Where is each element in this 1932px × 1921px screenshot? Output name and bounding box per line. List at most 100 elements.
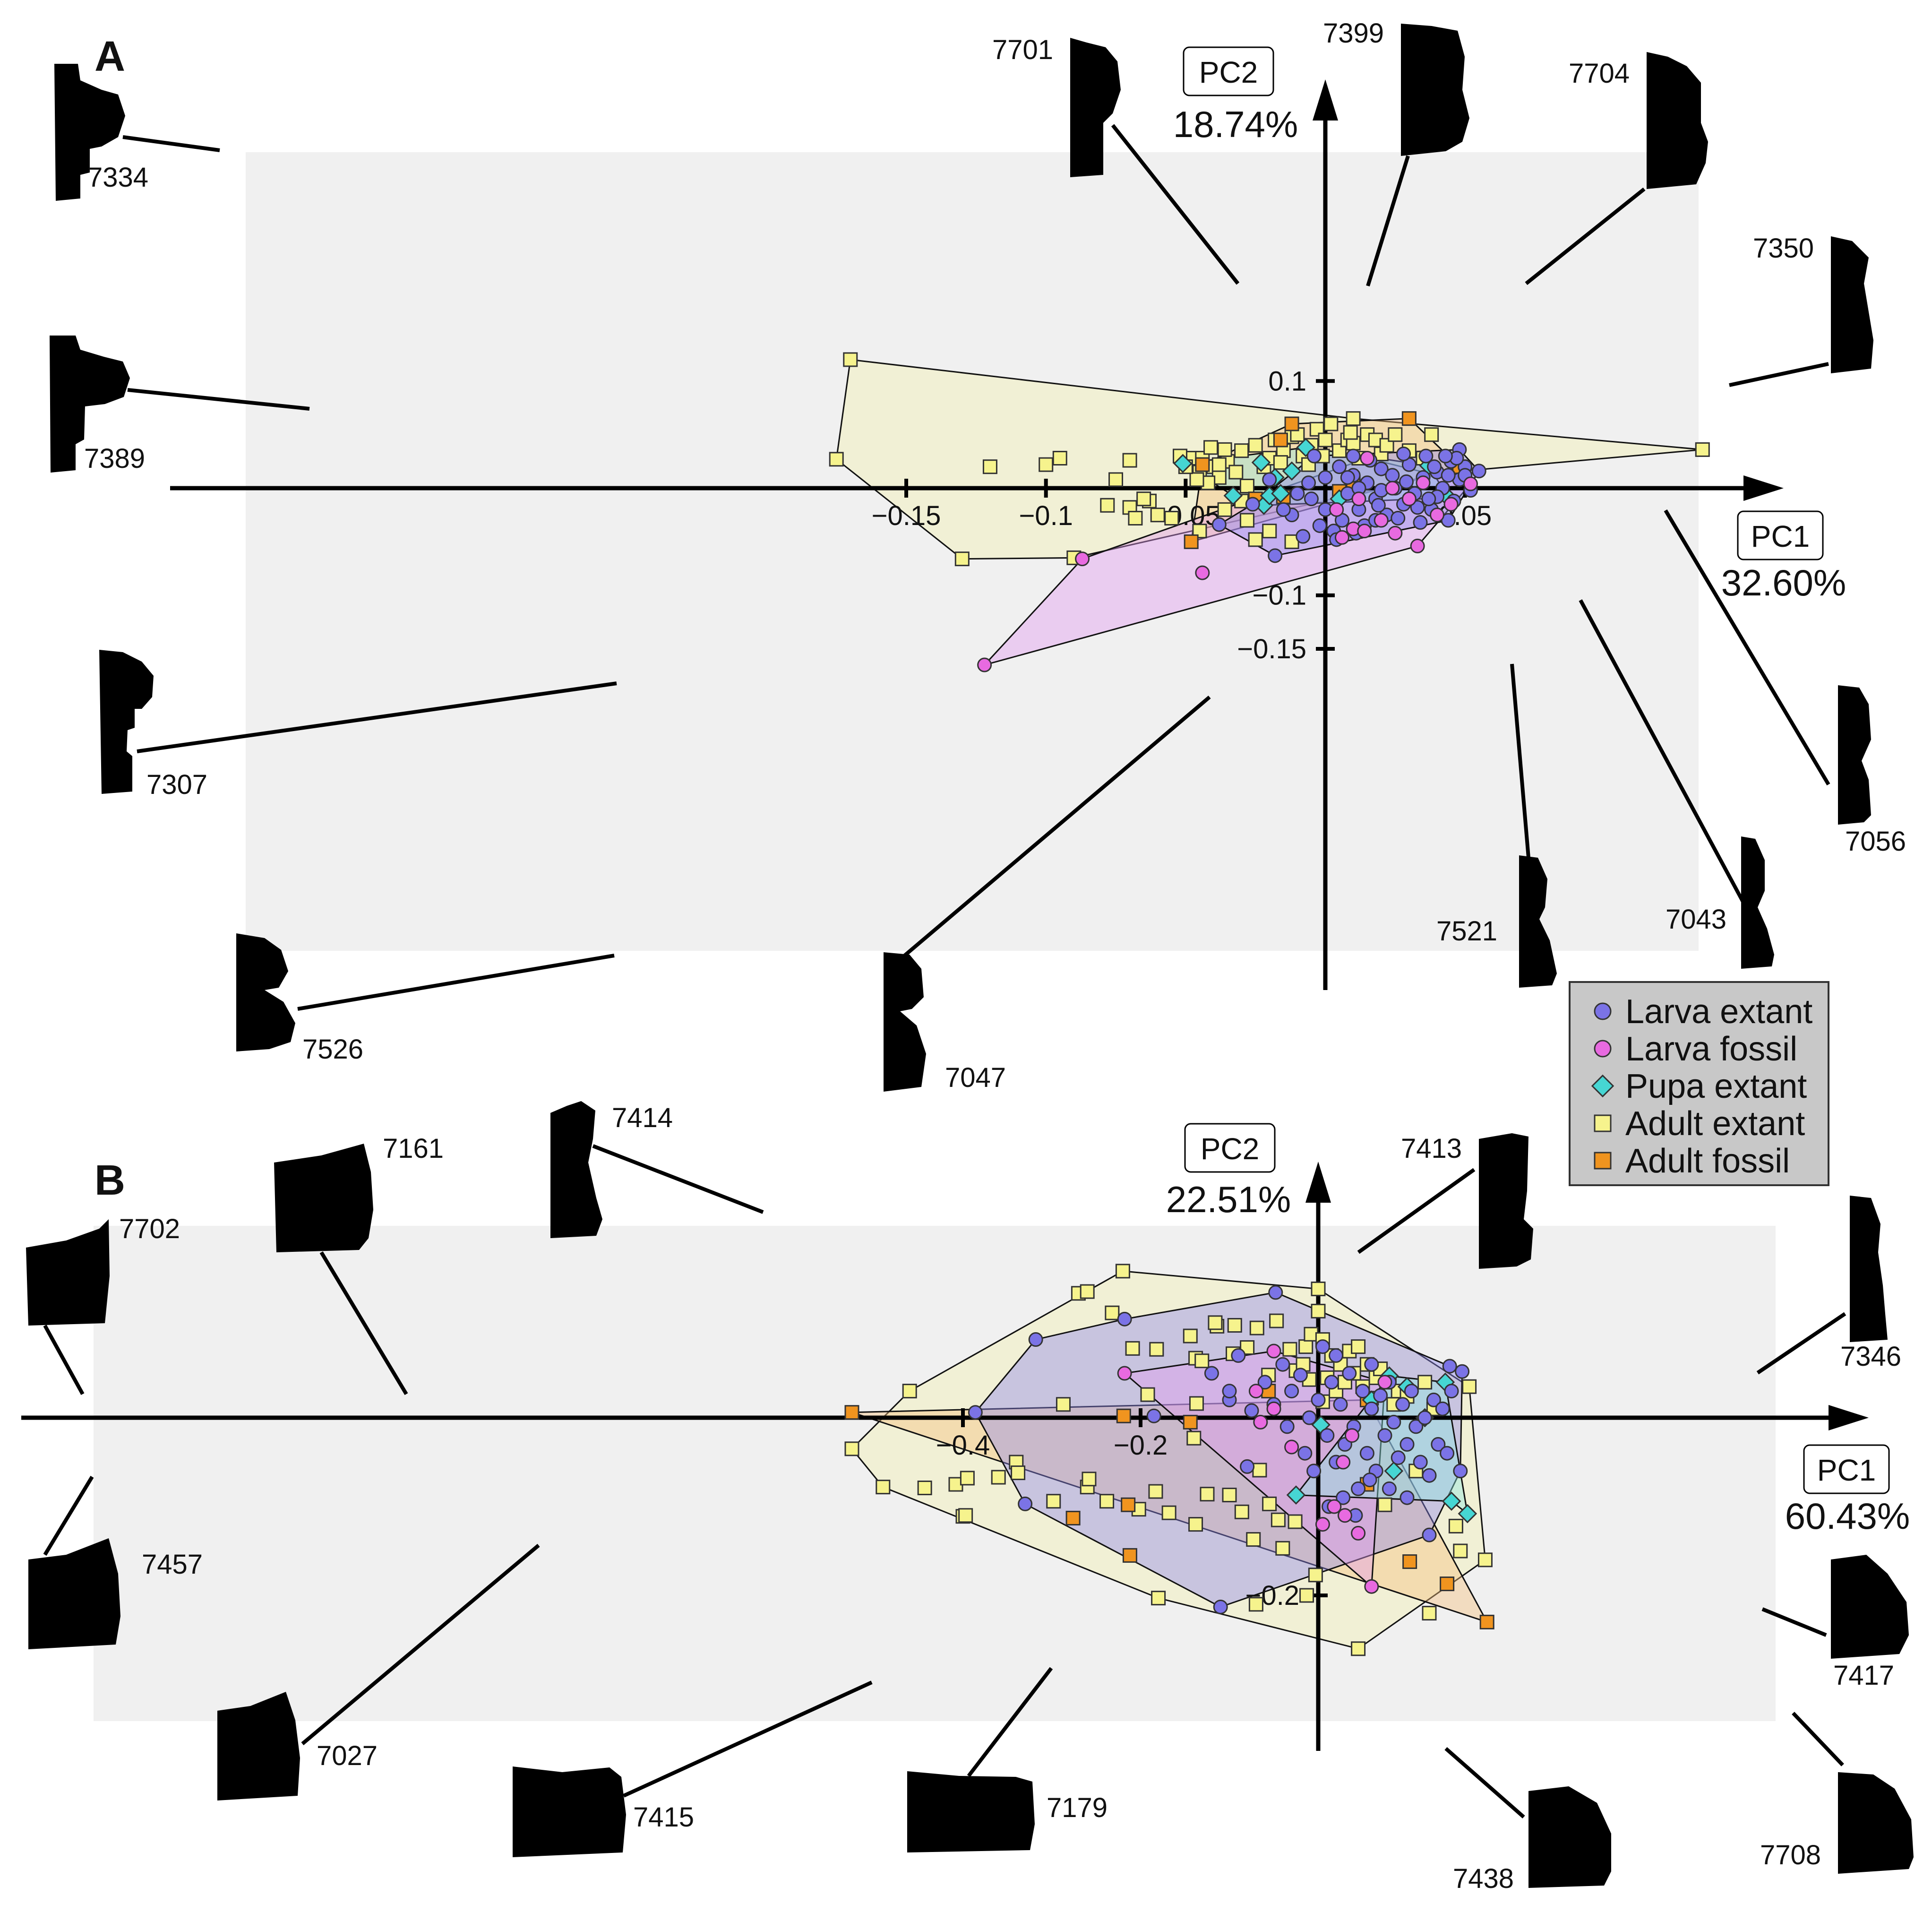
point-adult-extant	[1248, 1597, 1263, 1612]
specimen-outline	[28, 1538, 120, 1649]
specimen-outline	[1838, 1772, 1914, 1874]
point-adult-extant	[1273, 455, 1288, 470]
point-larva-extant	[1213, 1599, 1228, 1614]
point-adult-extant	[1248, 438, 1263, 453]
point-adult-extant	[1417, 1375, 1433, 1390]
point-adult-extant	[1189, 1396, 1204, 1411]
specimen-arrow	[592, 1144, 764, 1214]
point-larva-extant	[1222, 1384, 1237, 1399]
point-adult-extant	[917, 1481, 932, 1496]
point-adult-extant	[960, 1471, 975, 1486]
point-adult-extant	[1140, 1387, 1155, 1402]
panel-a-pc1-percent: 32.60%	[1721, 562, 1846, 603]
point-larva-extant	[1385, 468, 1400, 483]
point-adult-extant	[1695, 442, 1710, 457]
point-larva-extant	[1359, 1446, 1374, 1461]
specimen-outline	[26, 1219, 110, 1326]
specimen-outline	[513, 1766, 626, 1857]
specimen-arrow	[1761, 1607, 1827, 1637]
panel-b-pc2-label: PC2	[1201, 1132, 1260, 1166]
legend-label: Larva extant	[1625, 993, 1812, 1031]
point-larva-extant	[1364, 1357, 1379, 1372]
point-larva-extant	[968, 1405, 983, 1420]
specimen-label: 7346	[1840, 1341, 1901, 1372]
point-larva-fossil	[1334, 530, 1349, 545]
specimen-arrow	[623, 1680, 873, 1798]
point-adult-fossil	[1121, 1497, 1136, 1512]
point-larva-extant	[1306, 448, 1322, 464]
specimen-arrow	[137, 681, 617, 753]
point-adult-fossil	[1284, 416, 1299, 431]
panel-a-points	[829, 352, 1710, 672]
point-larva-extant	[1268, 1285, 1283, 1300]
panel-a-pc1-label: PC1	[1751, 519, 1810, 553]
point-larva-extant	[1257, 1375, 1272, 1390]
specimen-arrow	[899, 695, 1211, 961]
specimen-outline	[550, 1101, 602, 1238]
panel-b-specimen-7027: 7027	[217, 1543, 540, 1800]
point-larva-extant	[1268, 548, 1283, 563]
point-adult-extant	[1249, 1320, 1264, 1335]
legend-marker	[1594, 1114, 1612, 1132]
point-larva-extant	[1279, 1419, 1295, 1434]
point-larva-extant	[1373, 1388, 1388, 1403]
panel-b-specimen-7413: 7413	[1357, 1133, 1533, 1269]
panel-b-pc1-label-box	[1803, 1444, 1890, 1494]
point-adult-extant	[1424, 427, 1439, 442]
point-adult-extant	[1105, 1305, 1120, 1320]
point-adult-extant	[843, 352, 858, 367]
point-adult-extant	[1164, 510, 1179, 525]
point-larva-extant	[1117, 1311, 1132, 1327]
point-larva-extant	[1400, 1437, 1415, 1452]
specimen-label: 7701	[992, 34, 1053, 65]
specimen-arrow	[967, 1667, 1053, 1777]
point-adult-extant	[1271, 1512, 1286, 1527]
point-larva-fossil	[1284, 1439, 1299, 1455]
point-larva-extant	[1391, 1450, 1406, 1465]
point-larva-extant	[1204, 1366, 1219, 1381]
point-larva-extant	[1329, 1348, 1344, 1363]
point-larva-fossil	[977, 657, 992, 672]
point-larva-fossil	[1327, 1499, 1342, 1514]
panel-b-pc2-arrowhead	[1305, 1162, 1331, 1203]
specimen-arrow	[1664, 509, 1830, 786]
specimen-arrow	[43, 1475, 94, 1556]
point-larva-extant	[1377, 1428, 1392, 1443]
specimen-label: 7708	[1760, 1840, 1821, 1870]
x-tick-label: −0.1	[1019, 500, 1073, 531]
point-adult-extant	[1189, 472, 1204, 487]
point-adult-fossil	[1184, 534, 1199, 549]
specimen-arrow	[1729, 362, 1829, 387]
point-adult-extant	[1377, 1497, 1392, 1512]
panel-a-pc2-label: PC2	[1199, 55, 1258, 89]
point-adult-fossil	[844, 1405, 859, 1420]
point-adult-extant	[1099, 1494, 1115, 1509]
specimen-outline	[1831, 236, 1873, 373]
point-adult-extant	[876, 1480, 891, 1495]
point-adult-fossil	[1402, 1554, 1417, 1569]
point-adult-extant	[1200, 1487, 1215, 1502]
point-adult-extant	[1108, 472, 1124, 487]
specimen-label: 7056	[1845, 826, 1906, 857]
point-larva-extant	[1276, 502, 1291, 517]
point-adult-extant	[1284, 534, 1299, 549]
point-larva-fossil	[1344, 1428, 1359, 1443]
panel-a-specimen-7521: 7521	[1436, 663, 1557, 988]
point-larva-extant	[1426, 1392, 1441, 1407]
point-adult-extant	[844, 1441, 859, 1456]
legend-box	[1569, 981, 1829, 1186]
specimen-label: 7438	[1453, 1863, 1514, 1894]
panel-b-points	[844, 1264, 1494, 1656]
point-larva-extant	[1245, 497, 1260, 512]
point-larva-extant	[1244, 1403, 1259, 1418]
specimen-outline	[1647, 52, 1708, 189]
point-larva-extant	[1396, 446, 1411, 461]
panel-a-specimen-7704: 7704	[1525, 52, 1708, 285]
specimen-outline	[1850, 1196, 1888, 1342]
specimen-outline	[1741, 836, 1774, 969]
point-larva-extant	[1333, 1397, 1348, 1412]
point-larva-extant	[1275, 1357, 1290, 1372]
point-larva-extant	[1371, 498, 1386, 513]
legend-label: Adult extant	[1625, 1105, 1805, 1143]
point-larva-extant	[1386, 1414, 1401, 1430]
